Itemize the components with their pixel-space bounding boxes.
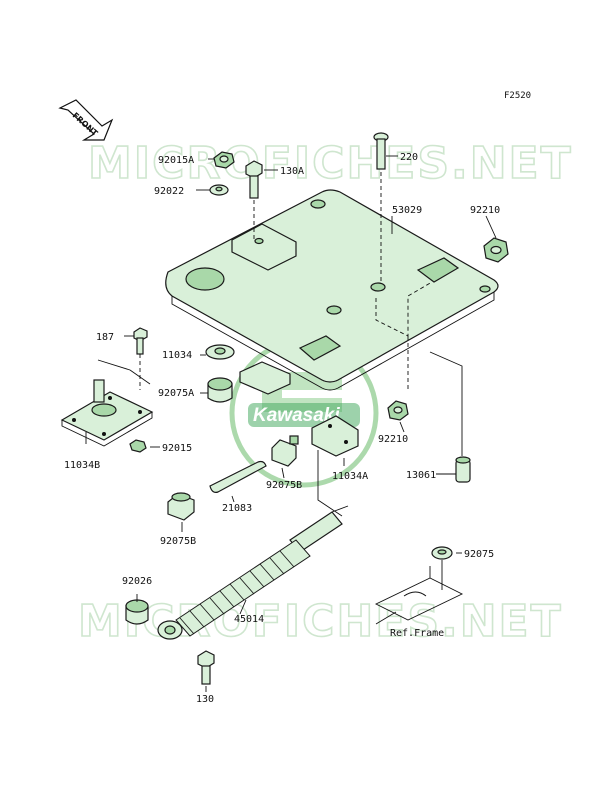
callout-92075A: 92075A xyxy=(158,388,194,399)
callout-92210-mid: 92210 xyxy=(378,434,408,445)
callout-92075B-left: 92075B xyxy=(160,536,196,547)
bushing-92075B-mid xyxy=(271,435,299,467)
figure-code: F2520 xyxy=(504,91,531,101)
callout-92075B-mid: 92075B xyxy=(266,480,302,491)
ref-frame-label: Ref.Frame xyxy=(390,628,444,639)
callout-92015A: 92015A xyxy=(158,155,194,166)
bracket-11034A xyxy=(311,415,359,517)
leader-lines xyxy=(85,155,497,692)
callout-92210-top: 92210 xyxy=(470,205,500,216)
callout-130: 130 xyxy=(196,694,214,705)
bushing-92075 xyxy=(431,546,453,560)
washer-92022 xyxy=(209,184,229,196)
callout-11034: 11034 xyxy=(162,350,192,361)
nut-92210-top xyxy=(483,237,509,263)
callout-92015: 92015 xyxy=(162,443,192,454)
callout-21083: 21083 xyxy=(222,503,252,514)
damper-11034 xyxy=(205,344,235,360)
ref-frame-bracket xyxy=(374,560,464,625)
callout-92022: 92022 xyxy=(154,186,184,197)
callout-92026: 92026 xyxy=(122,576,152,587)
nut-92015 xyxy=(129,439,147,453)
pin-21083 xyxy=(209,460,267,493)
watermark-top: MICROFICHES.NET xyxy=(88,138,573,189)
mount-11034B xyxy=(60,379,154,447)
callout-11034B: 11034B xyxy=(64,460,100,471)
callout-11034A: 11034A xyxy=(332,471,368,482)
front-arrow-icon: FRONT xyxy=(58,99,114,141)
shock-absorber-45014 xyxy=(157,505,349,640)
logo-text: Kawasaki xyxy=(253,405,340,426)
callout-53029: 53029 xyxy=(392,205,422,216)
bolt-187 xyxy=(133,327,148,390)
watermark-bottom: MICROFICHES.NET xyxy=(78,596,563,647)
callout-130A: 130A xyxy=(280,166,304,177)
bolt-220 xyxy=(373,132,389,282)
callout-187: 187 xyxy=(96,332,114,343)
nut-92015A xyxy=(213,151,235,169)
callout-220: 220 xyxy=(400,152,418,163)
collar-13061 xyxy=(455,456,471,483)
bushing-92075A xyxy=(207,377,233,403)
bushing-92075B-left xyxy=(167,492,195,521)
plate-53029 xyxy=(165,189,499,391)
spacer-92026 xyxy=(125,599,149,625)
nut-92210-mid xyxy=(387,400,409,421)
callout-92075: 92075 xyxy=(464,549,494,560)
callout-13061: 13061 xyxy=(406,470,436,481)
callout-45014: 45014 xyxy=(234,614,264,625)
bolt-130A xyxy=(245,160,263,242)
bolt-130 xyxy=(197,650,215,685)
